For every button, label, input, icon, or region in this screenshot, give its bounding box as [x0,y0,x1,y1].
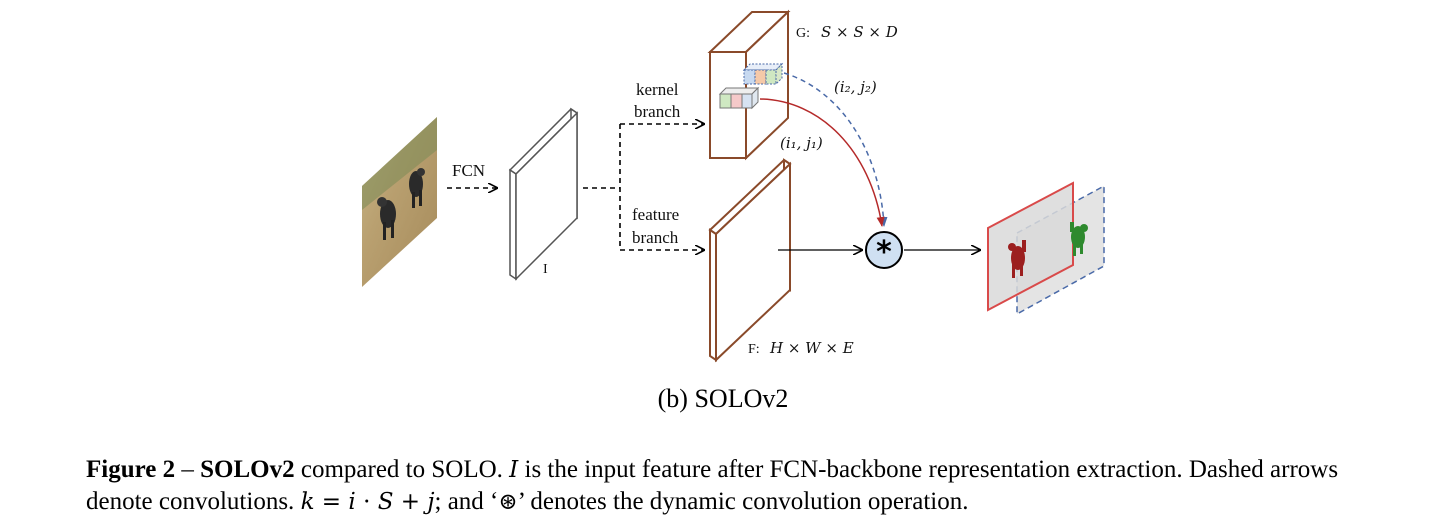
kernel-branch-label-line1: kernel [636,80,679,99]
kernel-2-arrow [783,72,888,227]
kernel-branch-label-line2: branch [634,102,681,121]
dynamic-conv-operator: * [865,231,903,270]
subfigure-caption: (b) SOLOv2 [657,384,789,413]
loc-2-label: (i₂, j₂) [834,78,877,96]
caption-var-i: i [348,489,356,515]
kernel-tensor-g [707,9,791,161]
kernel-1-arrow [759,98,885,227]
figure-label: Figure 2 [86,456,176,483]
caption-var-I: I [509,457,519,483]
mask-red-zebra [1008,240,1026,278]
g-prefix-label: G: [796,26,810,41]
caption-var-j: j [427,489,435,515]
zebra-right-figure [409,168,425,208]
caption-text-2: is the input feature after FCN-backbone … [86,456,1339,515]
feature-branch-label-line1: feature [632,205,679,224]
conv-symbol: * [876,235,892,270]
caption-text-3: ; and ‘ [434,488,499,515]
feature-tensor-f [708,158,792,363]
output-masks [987,181,1105,316]
f-prefix-label: F: [748,342,760,357]
caption-text-1: compared to SOLO. [294,456,510,483]
loc-1-label: (i₁, j₁) [780,134,823,152]
f-dims-label: H × W × E [769,339,854,357]
caption-var-S: S [377,489,394,515]
zebra-left-figure [377,197,396,240]
caption-dot: · [355,489,378,515]
kernel-vector-2 [742,62,784,86]
input-image [362,117,437,287]
kernel-vector-1 [718,86,760,110]
caption-plus: + [393,489,428,515]
fcn-label: FCN [452,161,485,180]
caption-var-k: k [300,489,315,515]
caption-text-4: ’ denotes the dynamic convolution operat… [517,488,969,515]
mask-green-zebra [1070,222,1088,256]
caption-conv-symbol: ⊛ [498,489,518,515]
caption-dash: – [175,456,201,483]
feature-branch-label-line2: branch [632,228,679,247]
input-feature-label: I [543,262,548,277]
input-feature-tensor [508,107,579,281]
solov2-diagram: FCN I kernel branch feature branch G: S … [362,9,1105,363]
g-dims-label: S × S × D [821,23,898,41]
caption-eq: = [314,489,349,515]
figure-caption: Figure 2 – SOLOv2 compared to SOLO. I is… [86,454,1386,518]
model-name: SOLOv2 [200,456,295,483]
branch-connector [583,124,704,250]
